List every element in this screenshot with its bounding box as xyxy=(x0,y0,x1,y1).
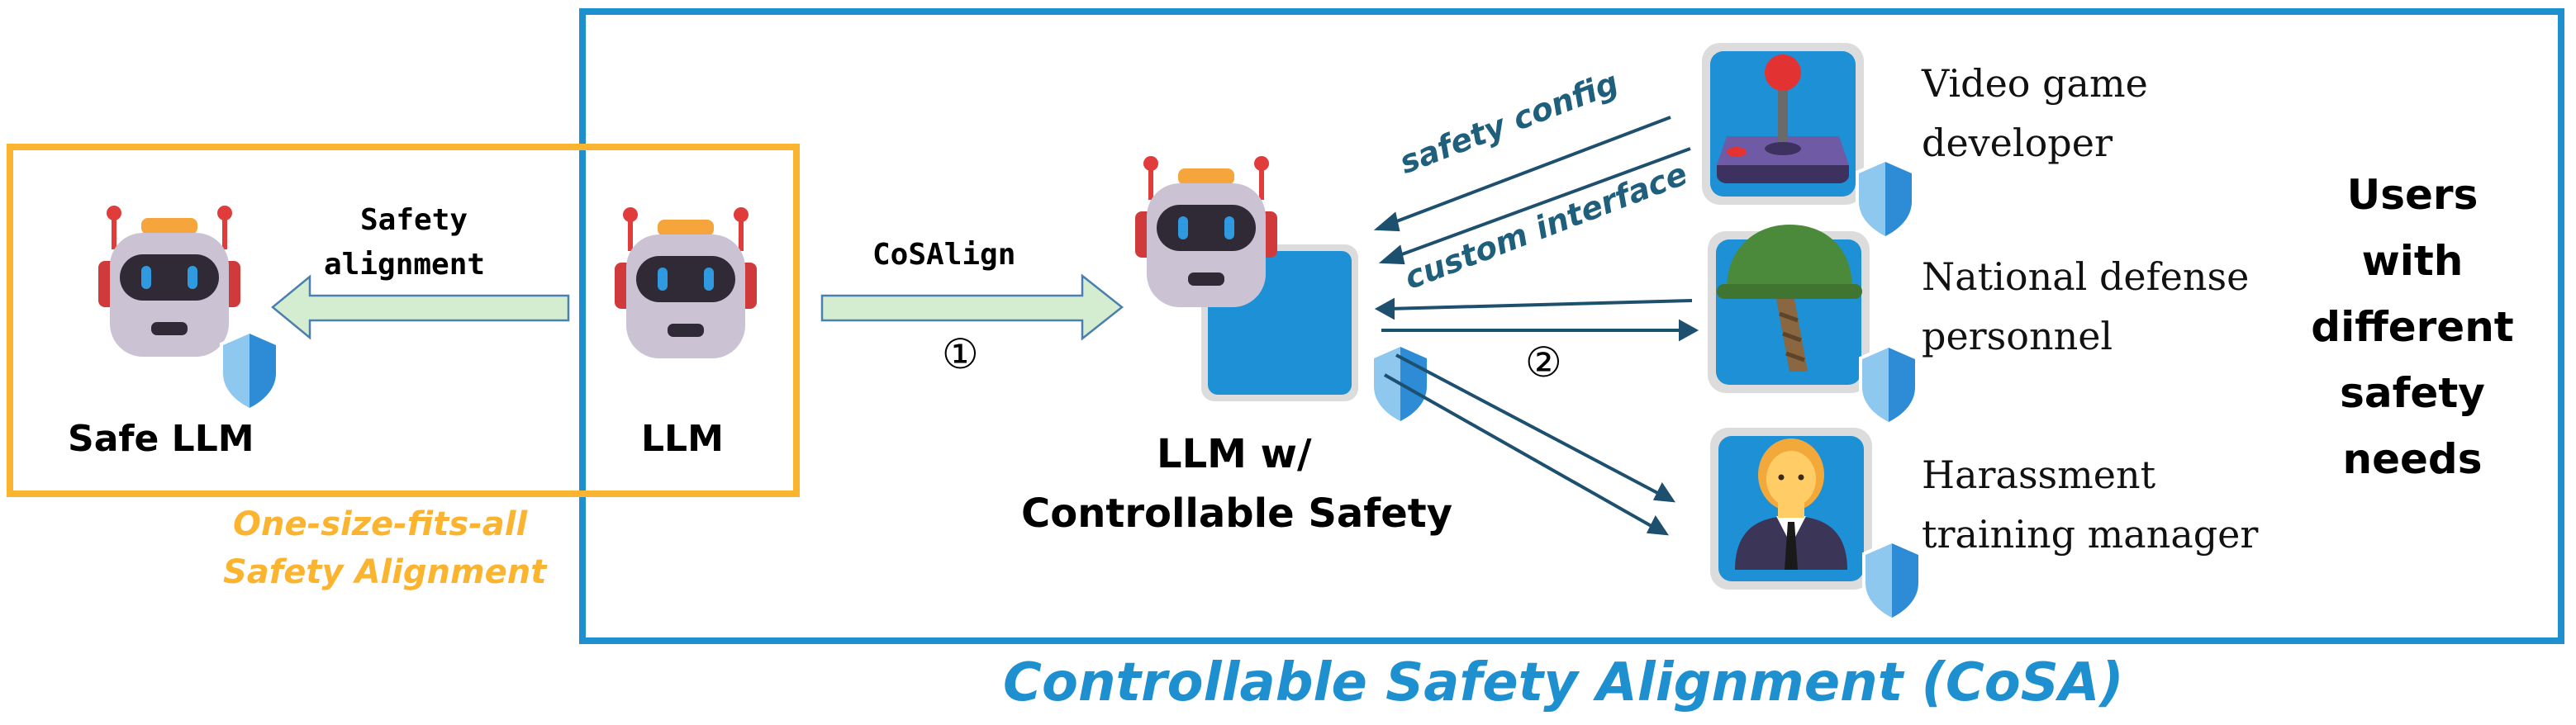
controllable-label-line1: LLM w/ xyxy=(1157,431,1312,477)
controllable-label-line2: Controllable Safety xyxy=(1021,490,1452,537)
manager-person-icon xyxy=(1710,428,1872,590)
safety-alignment-label-line1: Safety xyxy=(360,203,468,237)
controllable-llm-icon xyxy=(1135,156,1427,421)
user-label-line2: developer xyxy=(1922,121,2113,165)
user-label-line1: National defense xyxy=(1922,254,2250,299)
safety-alignment-arrow xyxy=(271,274,570,340)
user-label-line1: Video game xyxy=(1922,61,2148,106)
user-label-line1: Harassment xyxy=(1922,453,2156,497)
one-size-frame xyxy=(7,144,800,497)
users-needs-label: Users with different safety needs xyxy=(2288,162,2536,492)
cosalign-label: CoSAlign xyxy=(872,238,1016,272)
cosa-frame xyxy=(579,8,2564,644)
users-needs-line3: different xyxy=(2311,303,2514,351)
one-size-label-line1: One-size-fits-all xyxy=(233,505,528,543)
cosalign-arrow xyxy=(820,273,1124,341)
users-needs-line1: Users xyxy=(2346,171,2479,219)
step1-label: ① xyxy=(942,330,979,378)
joystick-icon xyxy=(1702,43,1864,205)
users-needs-line2: with xyxy=(2361,237,2464,285)
user-label-line2: personnel xyxy=(1922,314,2113,358)
user-label-line2: training manager xyxy=(1922,512,2259,557)
national-defense-shield-icon xyxy=(1862,348,1915,422)
llm-label: LLM xyxy=(641,418,724,460)
safe-llm-robot-icon xyxy=(98,206,240,357)
llm-robot-icon xyxy=(615,207,757,358)
cosa-footer-title: Controllable Safety Alignment (CoSA) xyxy=(1003,652,2124,713)
harassment-shield-icon xyxy=(1865,543,1918,618)
military-helmet-icon xyxy=(1708,225,1870,393)
safety-alignment-label-line2: alignment xyxy=(324,248,486,282)
step2-label: ② xyxy=(1525,339,1562,386)
safe-llm-label: Safe LLM xyxy=(68,418,254,460)
users-needs-line4: safety xyxy=(2340,369,2485,417)
video-game-shield-icon xyxy=(1859,162,1912,236)
user-arrows xyxy=(1373,116,1699,536)
one-size-label-line2: Safety Alignment xyxy=(223,553,547,591)
safe-llm-shield-icon xyxy=(223,334,276,408)
users-needs-line5: needs xyxy=(2342,435,2483,483)
